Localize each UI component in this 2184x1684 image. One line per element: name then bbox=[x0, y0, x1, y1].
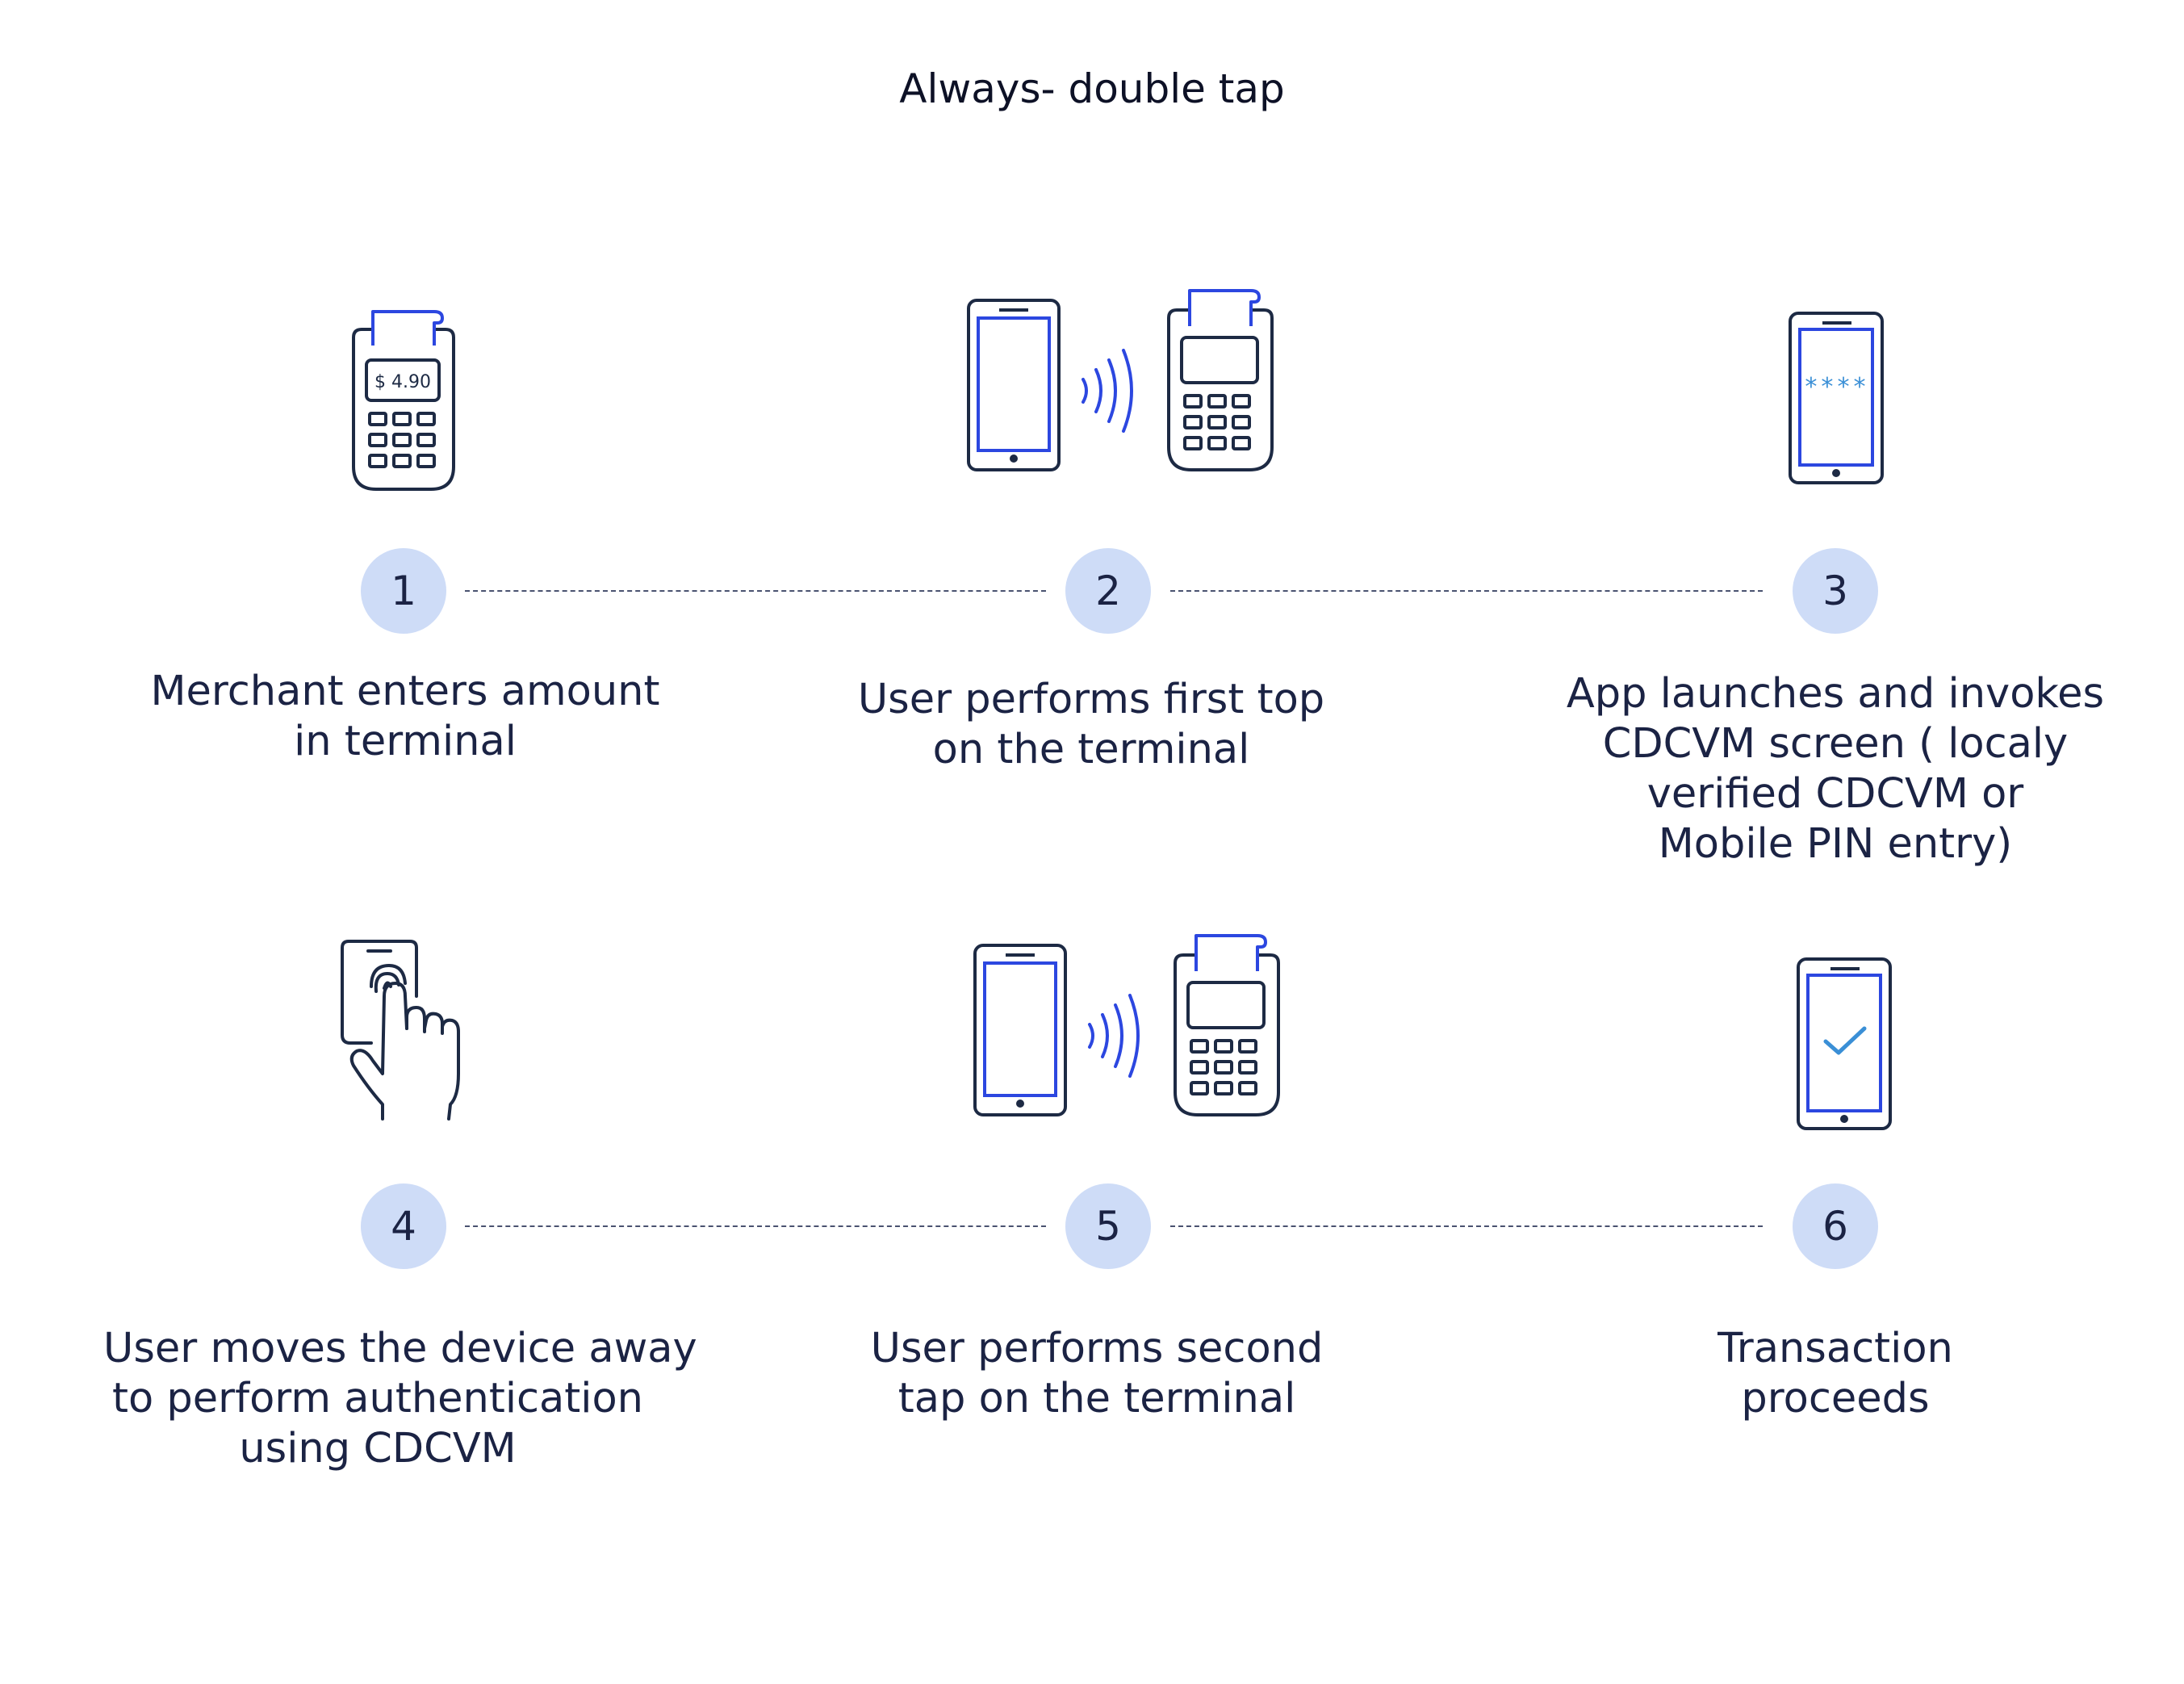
phone-tap-terminal-icon bbox=[972, 931, 1287, 1121]
step-connector bbox=[465, 590, 1046, 592]
step-5-caption: User performs second tap on the terminal bbox=[822, 1324, 1371, 1424]
caption-line: Merchant enters amount bbox=[150, 668, 660, 715]
step-6-caption: Transaction proceeds bbox=[1561, 1324, 2110, 1424]
caption-line: CDCVM screen ( localy bbox=[1602, 720, 2069, 768]
step-1-caption: Merchant enters amount in terminal bbox=[131, 667, 680, 767]
caption-line: proceeds bbox=[1741, 1375, 1930, 1422]
caption-line: User performs second bbox=[870, 1325, 1324, 1372]
caption-line: tap on the terminal bbox=[897, 1375, 1296, 1422]
step-3-caption: App launches and invokes CDCVM screen ( … bbox=[1561, 669, 2110, 869]
phone-checkmark-icon bbox=[1795, 956, 1895, 1132]
caption-line: in terminal bbox=[294, 718, 517, 765]
diagram-title: Always- double tap bbox=[899, 65, 1285, 112]
caption-line: App launches and invokes bbox=[1566, 670, 2105, 718]
caption-line: to perform authentication bbox=[112, 1375, 643, 1422]
payment-terminal-icon: $ 4.90 bbox=[347, 305, 460, 492]
step-4-caption: User moves the device away to perform au… bbox=[103, 1324, 697, 1474]
caption-line: User performs first top bbox=[857, 676, 1325, 723]
caption-line: using CDCVM bbox=[239, 1425, 517, 1472]
caption-line: on the terminal bbox=[932, 726, 1250, 773]
fingerprint-touch-icon bbox=[339, 938, 468, 1121]
caption-line: Transaction bbox=[1717, 1325, 1953, 1372]
step-number-3: 3 bbox=[1793, 548, 1878, 634]
step-number-2: 2 bbox=[1065, 548, 1151, 634]
step-number-4: 4 bbox=[361, 1183, 446, 1269]
terminal-amount: $ 4.90 bbox=[374, 372, 431, 392]
step-connector bbox=[1170, 1225, 1763, 1227]
caption-line: verified CDCVM or bbox=[1646, 770, 2024, 818]
step-number-5: 5 bbox=[1065, 1183, 1151, 1269]
step-connector bbox=[465, 1225, 1046, 1227]
caption-line: User moves the device away bbox=[103, 1325, 697, 1372]
step-number-1: 1 bbox=[361, 548, 446, 634]
step-number-6: 6 bbox=[1793, 1183, 1878, 1269]
caption-line: Mobile PIN entry) bbox=[1658, 820, 2013, 868]
step-2-caption: User performs first top on the terminal bbox=[817, 675, 1366, 775]
phone-tap-terminal-icon bbox=[965, 286, 1280, 476]
phone-pin-icon: **** bbox=[1787, 310, 1887, 486]
pin-mask-text: **** bbox=[1804, 373, 1868, 401]
step-connector bbox=[1170, 590, 1763, 592]
